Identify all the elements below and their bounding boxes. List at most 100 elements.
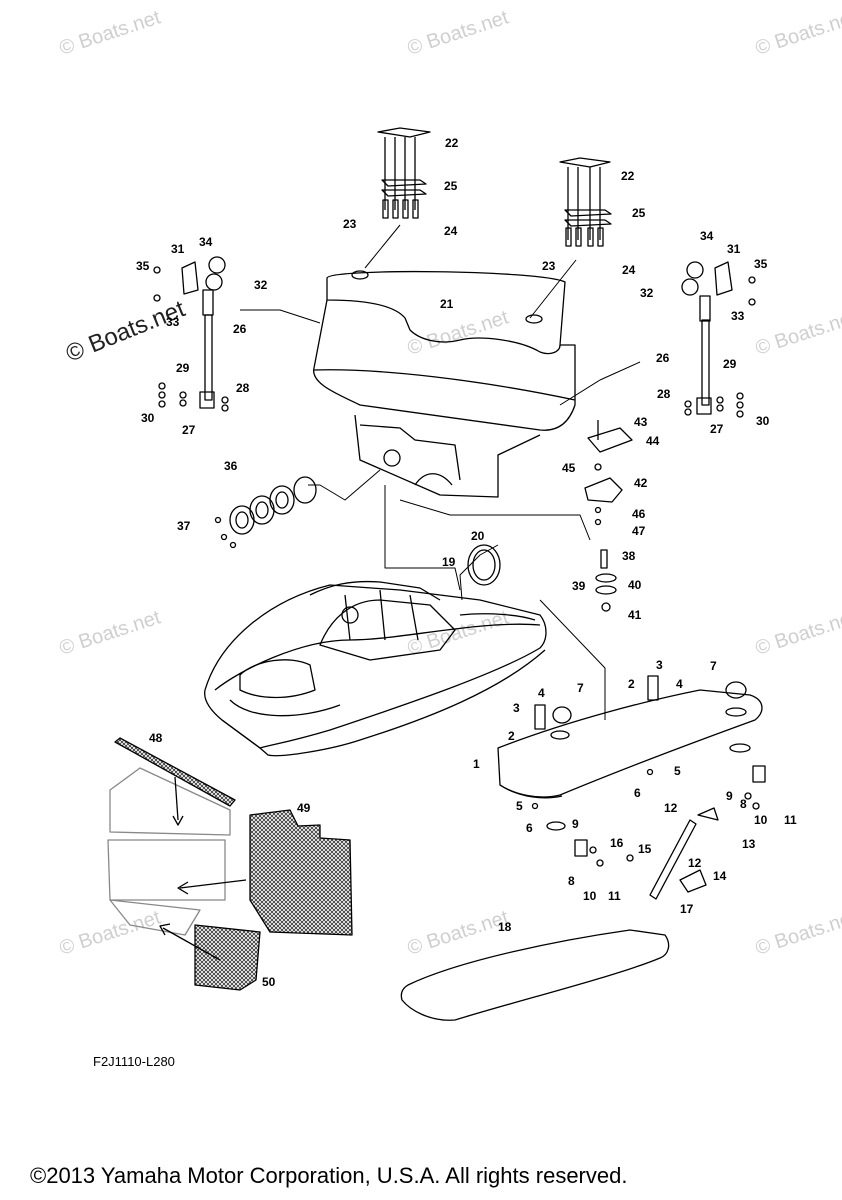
callout-14: 14	[713, 869, 727, 883]
callout-27: 27	[182, 423, 196, 437]
callout-26: 26	[656, 351, 670, 365]
panel-assembly	[107, 737, 353, 991]
watermark: © Boats.net	[405, 6, 512, 59]
diagram-code: F2J1110-L280	[93, 1054, 175, 1069]
callout-24: 24	[444, 224, 458, 238]
copyright-notice: ©2013 Yamaha Motor Corporation, U.S.A. A…	[30, 1163, 628, 1188]
watermark: © Boats.net	[57, 906, 164, 959]
callout-12: 12	[664, 801, 678, 815]
watermark: © Boats.net	[753, 306, 842, 359]
watermark: © Boats.net	[57, 606, 164, 659]
callout-38: 38	[622, 549, 636, 563]
callout-3: 3	[656, 658, 663, 672]
callout-24: 24	[622, 263, 636, 277]
callout-2: 2	[628, 677, 635, 691]
watermark: © Boats.net	[753, 606, 842, 659]
callout-25: 25	[444, 179, 458, 193]
callout-10: 10	[583, 889, 597, 903]
left-hinge-stack	[377, 127, 431, 219]
callout-28: 28	[236, 381, 250, 395]
leader-lines	[240, 224, 641, 720]
callout-26: 26	[233, 322, 247, 336]
callout-34: 34	[700, 229, 714, 243]
callout-45: 45	[562, 461, 576, 475]
callout-33: 33	[731, 309, 745, 323]
callout-6: 6	[526, 821, 533, 835]
callout-4: 4	[676, 677, 683, 691]
callout-4: 4	[538, 686, 545, 700]
callout-7: 7	[710, 659, 717, 673]
callout-13: 13	[742, 837, 756, 851]
callout-42: 42	[634, 476, 648, 490]
callout-25: 25	[632, 206, 646, 220]
latch-assembly	[584, 420, 633, 612]
vent-grommets	[214, 476, 317, 549]
right-gas-strut	[681, 261, 756, 418]
callout-20: 20	[471, 529, 485, 543]
callout-40: 40	[628, 578, 642, 592]
watermark: © Boats.net	[405, 306, 512, 359]
callout-29: 29	[723, 357, 737, 371]
callout-41: 41	[628, 608, 642, 622]
callout-35: 35	[136, 259, 150, 273]
callout-44: 44	[646, 434, 660, 448]
callout-3: 3	[513, 701, 520, 715]
callout-9: 9	[726, 789, 733, 803]
callout-10: 10	[754, 813, 768, 827]
callout-35: 35	[754, 257, 768, 271]
storage-cover	[313, 270, 576, 498]
watermark: © Boats.net	[405, 906, 512, 959]
callout-11: 11	[784, 813, 797, 827]
watermark: © Boats.net	[753, 6, 842, 59]
callout-31: 31	[727, 242, 741, 256]
callout-11: 11	[608, 889, 621, 903]
callout-9: 9	[572, 817, 579, 831]
boat-hull	[204, 580, 547, 757]
callout-34: 34	[199, 235, 213, 249]
callout-5: 5	[674, 764, 681, 778]
watermark: © Boats.net	[753, 906, 842, 959]
callout-30: 30	[141, 411, 155, 425]
callout-2: 2	[508, 729, 515, 743]
callout-21: 21	[440, 297, 454, 311]
seal-strip	[400, 929, 670, 1021]
callout-labels: 1 2 2 3 3 4 4 5 5 6 6 7 7 8 8 9 9 10 10 …	[136, 136, 797, 989]
watermark: © Boats.net	[57, 6, 164, 59]
callout-48: 48	[149, 731, 163, 745]
watermark-dark: © Boats.net	[62, 295, 189, 367]
callout-32: 32	[254, 278, 268, 292]
callout-50: 50	[262, 975, 276, 989]
callout-33: 33	[166, 315, 180, 329]
callout-27: 27	[710, 422, 724, 436]
callout-17: 17	[680, 902, 694, 916]
callout-15: 15	[638, 842, 652, 856]
callout-22: 22	[445, 136, 459, 150]
callout-43: 43	[634, 415, 648, 429]
callout-6: 6	[634, 786, 641, 800]
callout-46: 46	[632, 507, 646, 521]
callout-28: 28	[657, 387, 671, 401]
callout-7: 7	[577, 681, 584, 695]
callout-16: 16	[610, 836, 624, 850]
callout-18: 18	[498, 920, 512, 934]
callout-47: 47	[632, 524, 646, 538]
callout-37: 37	[177, 519, 191, 533]
callout-12: 12	[688, 856, 702, 870]
callout-19: 19	[442, 555, 456, 569]
callout-23: 23	[343, 217, 357, 231]
callout-23: 23	[542, 259, 556, 273]
callout-49: 49	[297, 801, 311, 815]
callout-22: 22	[621, 169, 635, 183]
platform-assembly	[497, 675, 766, 900]
callout-5: 5	[516, 799, 523, 813]
drain-ring	[467, 544, 501, 586]
callout-30: 30	[756, 414, 770, 428]
left-gas-strut	[153, 256, 229, 412]
callout-29: 29	[176, 361, 190, 375]
callout-31: 31	[171, 242, 185, 256]
callout-8: 8	[740, 797, 747, 811]
callout-32: 32	[640, 286, 654, 300]
callout-1: 1	[473, 757, 480, 771]
callout-36: 36	[224, 459, 238, 473]
